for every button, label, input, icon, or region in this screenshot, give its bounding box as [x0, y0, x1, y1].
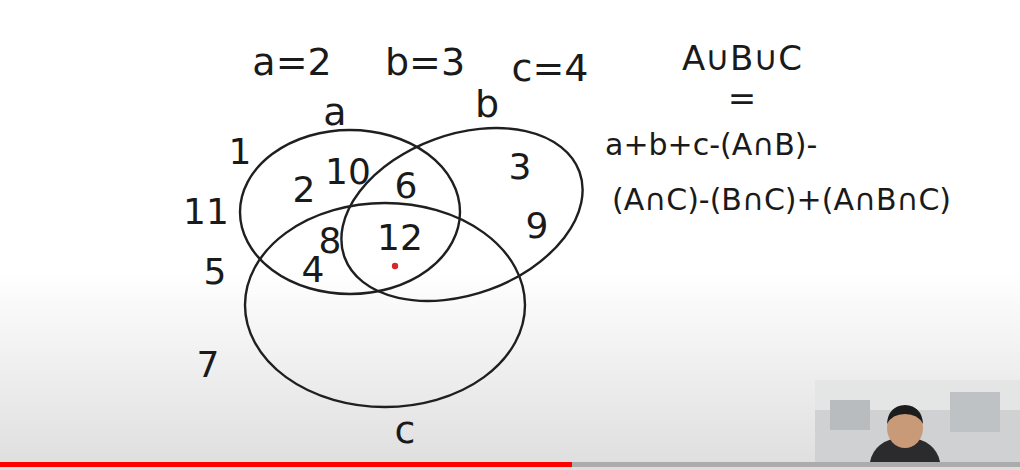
- progress-track: [0, 462, 1020, 467]
- webcam-inset: [815, 380, 1020, 462]
- formula-line: (A∩C)-(B∩C)+(A∩B∩C): [612, 185, 951, 215]
- variable-value: a=2: [252, 43, 331, 81]
- element-number: 5: [204, 254, 227, 290]
- element-number: 7: [197, 347, 220, 383]
- formula-heading: A∪B∪C: [682, 41, 802, 75]
- progress-bar: [0, 462, 572, 467]
- formula-equals: =: [728, 81, 757, 115]
- element-number: 3: [509, 149, 532, 185]
- player-shade: [0, 270, 1020, 470]
- element-number: 12: [377, 220, 423, 256]
- element-number: 9: [526, 208, 549, 244]
- formula-line: a+b+c-(A∩B)-: [605, 130, 817, 160]
- element-number: 10: [325, 154, 371, 190]
- pointer-dot: [392, 263, 398, 269]
- element-number: 4: [302, 252, 325, 288]
- element-number: 11: [183, 194, 229, 230]
- element-number: 2: [293, 172, 316, 208]
- set-name: b: [475, 85, 499, 123]
- set-name: c: [395, 411, 416, 449]
- set-name: a: [323, 93, 346, 131]
- element-number: 1: [229, 134, 252, 170]
- element-number: 6: [395, 168, 418, 204]
- variable-value: c=4: [512, 49, 589, 87]
- variable-value: b=3: [385, 43, 465, 81]
